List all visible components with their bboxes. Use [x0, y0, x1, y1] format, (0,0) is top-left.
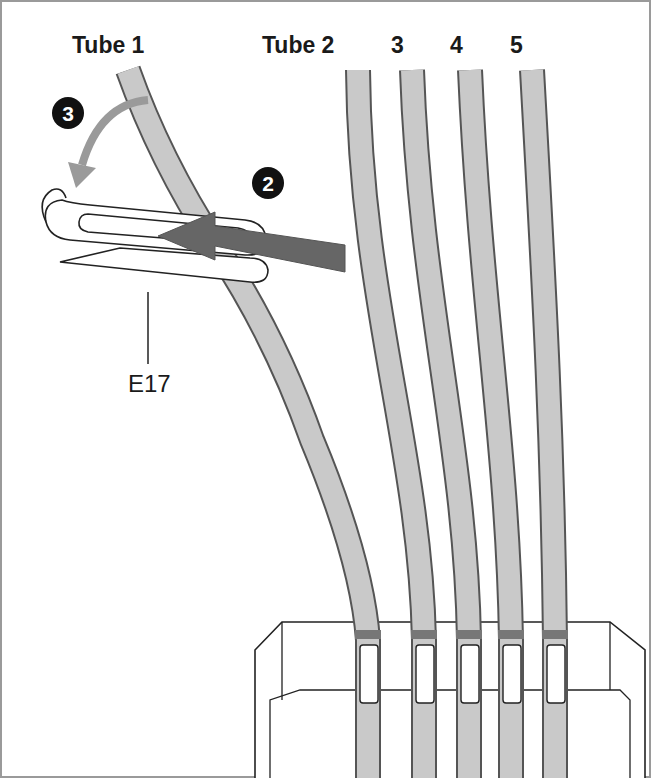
tube-number: 5 — [510, 34, 523, 57]
callout-number: 2 — [253, 173, 283, 194]
tube-number: 4 — [450, 34, 463, 57]
tube-label: Tube 2 — [262, 34, 334, 57]
tube-label: Tube 1 — [72, 34, 144, 57]
tube-number: 3 — [391, 34, 404, 57]
part-label: E17 — [128, 372, 171, 396]
callout-number: 3 — [53, 103, 83, 124]
